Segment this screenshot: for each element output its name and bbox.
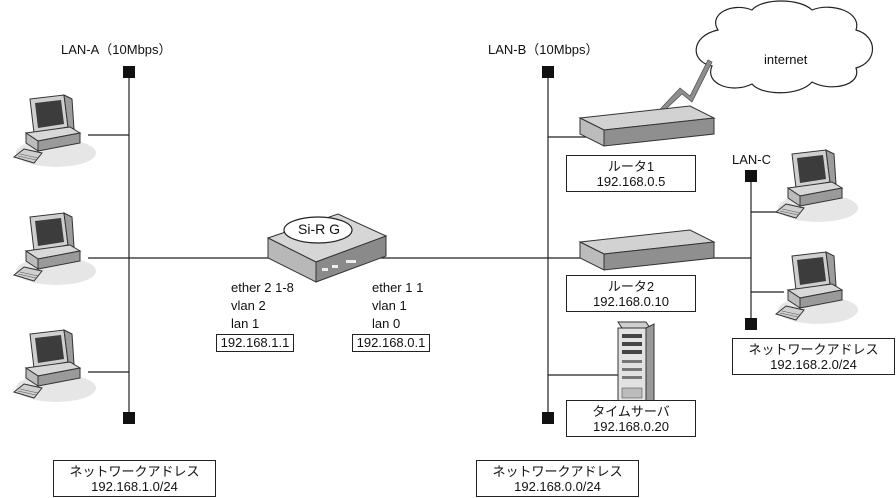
- time-server-icon: [617, 321, 655, 407]
- pc-icon-lan-c-2: [775, 251, 859, 325]
- lan-c-network-addr: 192.168.2.0/24: [770, 357, 857, 372]
- lan-b-network-addr: 192.168.0.0/24: [514, 479, 601, 494]
- pc-icon-lan-c-1: [775, 149, 859, 223]
- si-r-g-name-bubble: [283, 216, 353, 244]
- time-server-ip: 192.168.0.20: [593, 419, 669, 434]
- lan-b-top-terminator: [542, 66, 554, 78]
- internet-label: internet: [764, 52, 808, 67]
- pc-icon-lan-a-3: [13, 329, 97, 403]
- pc-icon-lan-a-1: [13, 94, 97, 168]
- left-ip-box: 192.168.1.1: [216, 334, 294, 352]
- router2-icon: [578, 229, 716, 271]
- si-r-g-label: Si-R G: [298, 221, 340, 237]
- router2-box: ルータ2 192.168.0.10: [566, 275, 696, 312]
- lan-c-top-terminator: [745, 170, 757, 182]
- lan-a-top-terminator: [123, 66, 135, 78]
- right-lan-label: lan 0: [372, 316, 401, 331]
- time-server-name: タイムサーバ: [592, 404, 670, 419]
- internet-cloud-icon: [695, 0, 873, 94]
- router2-ip: 192.168.0.10: [593, 294, 669, 309]
- pc-icon-lan-a-2: [13, 212, 97, 286]
- right-ether-label: ether 1 1: [372, 280, 424, 295]
- lan-c-network-box: ネットワークアドレス 192.168.2.0/24: [732, 338, 895, 375]
- router1-ip: 192.168.0.5: [596, 174, 666, 189]
- lan-b-bottom-terminator: [542, 412, 554, 424]
- left-ether-label: ether 2 1-8: [231, 280, 294, 295]
- lan-a-title: LAN-A（10Mbps）: [61, 42, 172, 57]
- lan-c-bottom-terminator: [745, 318, 757, 330]
- router1-name: ルータ1: [607, 159, 655, 174]
- left-ip: 192.168.1.1: [220, 335, 290, 350]
- right-ip-box: 192.168.0.1: [352, 334, 430, 352]
- left-lan-label: lan 1: [231, 316, 260, 331]
- left-vlan-label: vlan 2: [231, 298, 266, 313]
- lan-a-bottom-terminator: [123, 412, 135, 424]
- time-server-box: タイムサーバ 192.168.0.20: [566, 400, 696, 437]
- lan-c-network-label: ネットワークアドレス: [748, 342, 879, 357]
- lan-a-network-box: ネットワークアドレス 192.168.1.0/24: [53, 460, 216, 497]
- lan-a-network-addr: 192.168.1.0/24: [91, 479, 178, 494]
- lan-b-network-label: ネットワークアドレス: [492, 464, 623, 479]
- lan-b-network-box: ネットワークアドレス 192.168.0.0/24: [476, 460, 639, 497]
- lan-c-title: LAN-C: [732, 152, 772, 167]
- router1-box: ルータ1 192.168.0.5: [566, 155, 696, 192]
- router2-name: ルータ2: [607, 279, 655, 294]
- right-ip: 192.168.0.1: [356, 335, 426, 350]
- right-vlan-label: vlan 1: [372, 298, 407, 313]
- router1-icon: [578, 105, 716, 147]
- lan-b-title: LAN-B（10Mbps）: [488, 42, 599, 57]
- lan-a-network-label: ネットワークアドレス: [69, 464, 200, 479]
